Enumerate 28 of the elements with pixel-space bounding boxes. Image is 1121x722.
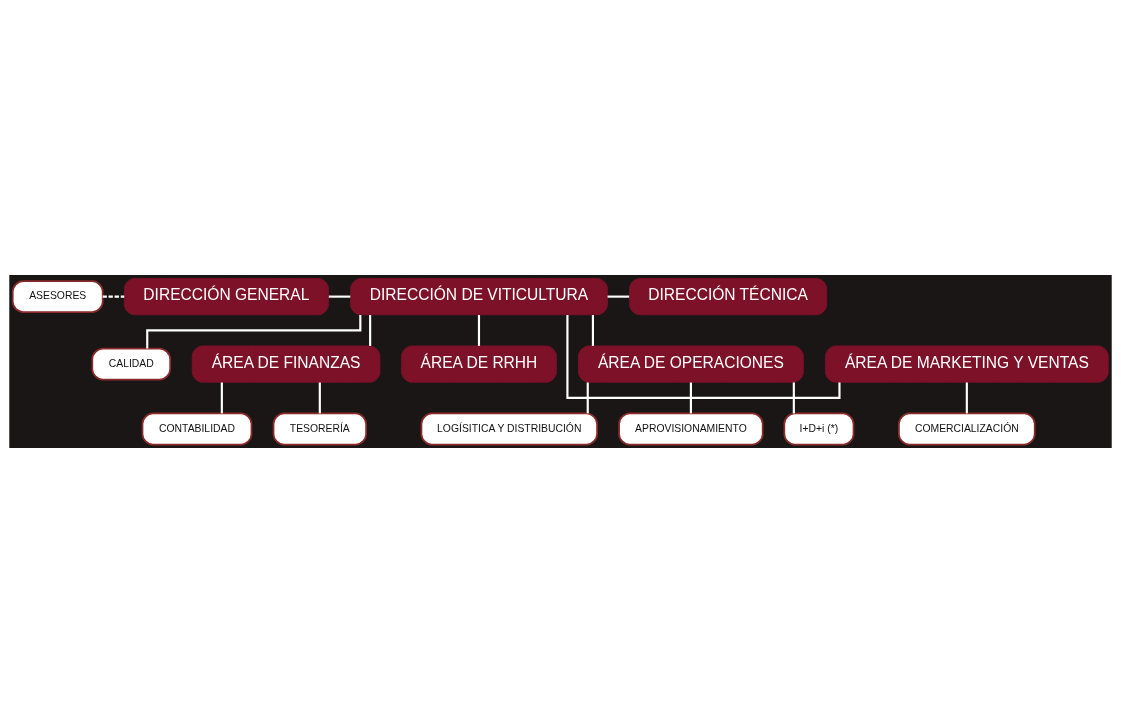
node-box: APROVISIONAMIENTO (618, 412, 764, 445)
connector (102, 295, 125, 298)
connector (369, 314, 372, 346)
node-box: I+D+i (*) (783, 412, 855, 445)
connector (607, 295, 630, 298)
node-box: CONTABILIDAD (141, 412, 253, 445)
connector (586, 382, 589, 413)
node-box: ASESORES (11, 279, 104, 313)
connector (477, 314, 481, 346)
connector (689, 382, 692, 413)
connector (146, 314, 362, 348)
node-box: ÁREA DE FINANZAS (191, 345, 381, 383)
connector (591, 314, 595, 346)
node-box: DIRECCIÓN TÉCNICA (629, 277, 828, 315)
connector (220, 382, 223, 413)
node-box: ÁREA DE MARKETING Y VENTAS (824, 345, 1109, 383)
connector (318, 382, 321, 413)
connector (965, 382, 968, 413)
node-box: ÁREA DE OPERACIONES (578, 345, 804, 383)
node-box: LOGÍSITICA Y DISTRIBUCIÓN (420, 412, 598, 445)
connector (328, 295, 351, 298)
node-box: TESORERÍA (272, 412, 367, 445)
node-box: DIRECCIÓN GENERAL (123, 277, 329, 315)
node-box: CALIDAD (91, 347, 172, 381)
node-box: COMERCIALIZACIÓN (898, 412, 1036, 445)
connector (792, 382, 795, 413)
node-box: ÁREA DE RRHH (401, 345, 557, 383)
node-box: DIRECCIÓN DE VITICULTURA (350, 277, 608, 315)
